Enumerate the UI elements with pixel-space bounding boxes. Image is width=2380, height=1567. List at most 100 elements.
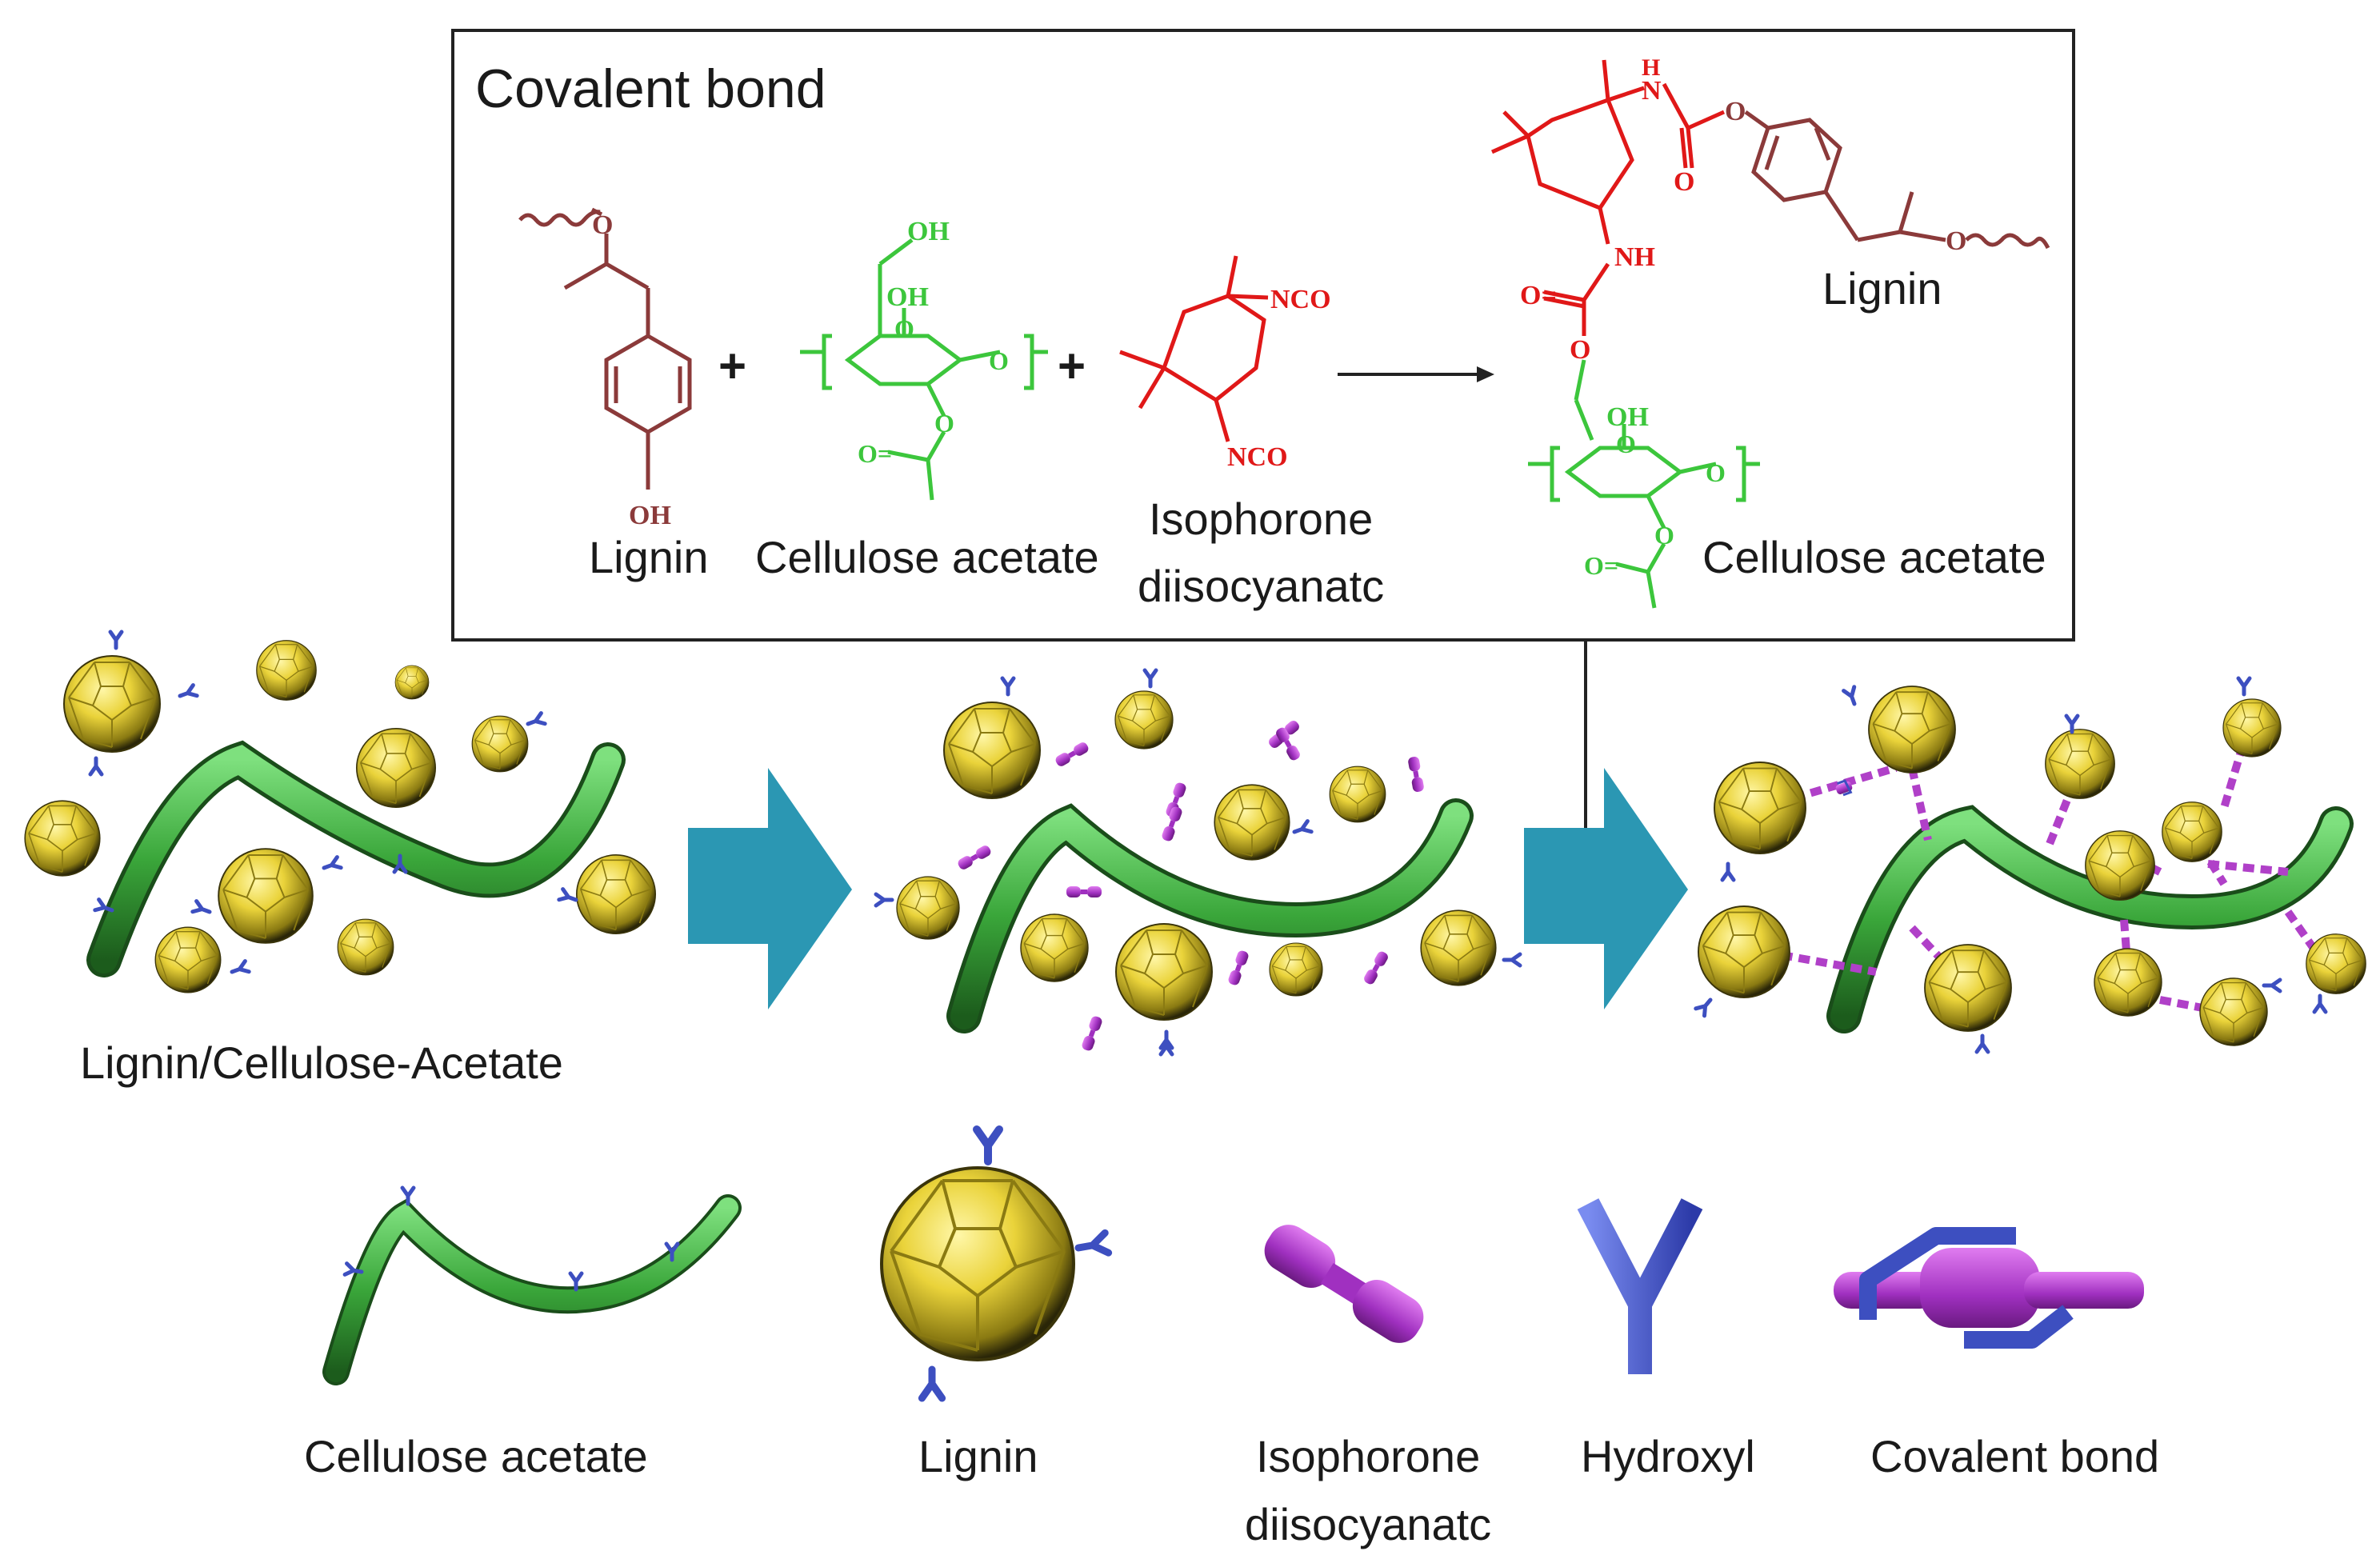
lignin-sphere	[471, 715, 529, 773]
product-h: H	[1642, 54, 1660, 81]
lignin-sphere	[2306, 933, 2366, 994]
cellulose-oh-top: OH	[907, 217, 950, 246]
lignin-sphere	[63, 655, 161, 753]
product-cellulose-ester-o: O	[1654, 521, 1674, 550]
legend-covalent: Covalent bond	[1834, 1227, 2159, 1481]
hydroxyl-group	[1696, 997, 1715, 1016]
reactant-lignin-label: Lignin	[589, 532, 708, 582]
hydroxyl-group	[110, 632, 122, 648]
legend-fiber	[326, 1197, 738, 1382]
hydroxyl-group	[1077, 1233, 1109, 1257]
lignin-sphere	[1714, 762, 1806, 854]
stage-1-label: Lignin/Cellulose-Acetate	[80, 1037, 563, 1088]
cellulose-ester-o: O	[934, 409, 954, 438]
lignin-sphere	[2085, 830, 2155, 901]
product-ipdi-ring	[1490, 59, 1726, 336]
legend: Cellulose acetate Lignin Isophorone diis…	[304, 1129, 2159, 1549]
hydroxyl-group	[322, 857, 342, 873]
cellulose-fiber	[950, 802, 1470, 1029]
hydroxyl-group	[2314, 996, 2326, 1012]
legend-cellulose-label: Cellulose acetate	[304, 1431, 648, 1481]
lignin-hydroxyl-label: OH	[629, 501, 671, 530]
lignin-sphere	[896, 876, 960, 940]
lignin-sphere	[1868, 686, 1956, 774]
process-arrow-2	[1524, 768, 1688, 1009]
ipdi-molecule	[1066, 886, 1102, 897]
legend-hydroxyl: Hydroxyl	[1577, 1198, 1755, 1481]
product-lignin-ether-o: O	[1946, 226, 1966, 256]
stage-3-crosslinked	[1696, 678, 2366, 1052]
product-cellulose-ring-o: O	[1616, 430, 1636, 458]
ipdi-molecule	[956, 843, 993, 872]
hydroxyl-group	[2264, 980, 2280, 991]
process-arrow-1	[688, 768, 852, 1009]
product-carbonyl-o-1: O	[1674, 167, 1694, 197]
legend-covalent-label: Covalent bond	[1870, 1431, 2159, 1481]
ipdi-molecule	[1407, 756, 1425, 793]
product-cellulose-structure	[1528, 359, 1760, 609]
hydroxyl-group	[977, 1129, 999, 1161]
hydroxyl-group	[1977, 1036, 1988, 1052]
product-n: N	[1642, 76, 1662, 106]
lignin-sphere	[1329, 766, 1386, 823]
product-lignin-structure	[1744, 110, 2050, 250]
cellulose-fiber	[90, 745, 622, 973]
lignin-sphere	[256, 640, 317, 701]
ipdi-molecule	[1080, 1014, 1104, 1053]
hydroxyl-group	[876, 894, 892, 905]
legend-ipdi-label-1: Isophorone	[1256, 1431, 1480, 1481]
lignin-sphere	[337, 918, 394, 976]
lignin-sphere	[1924, 944, 2012, 1032]
lignin-structure	[518, 207, 692, 490]
lignin-sphere	[24, 800, 101, 877]
lignin-sphere	[1020, 913, 1089, 982]
stage-1-mixture: Lignin/Cellulose-Acetate	[24, 632, 657, 1088]
ipdi-molecule	[1362, 949, 1390, 986]
legend-lignin-label: Lignin	[918, 1431, 1038, 1481]
product-lignin-o: O	[1725, 97, 1746, 126]
product-cellulose-oh: OH	[1606, 402, 1649, 432]
product-cellulose-bridge-o: O	[1706, 458, 1726, 487]
lignin-sphere	[1114, 690, 1174, 750]
hydroxyl-group	[1145, 670, 1156, 686]
hydroxyl-group	[230, 961, 250, 977]
reactant-cellulose-label: Cellulose acetate	[755, 532, 1099, 582]
lignin-sphere	[2222, 698, 2282, 758]
lignin-sphere	[1420, 909, 1497, 986]
hydroxyl-group	[559, 889, 578, 905]
lignin-sphere	[154, 926, 222, 993]
cellulose-ring-o: O	[894, 314, 914, 343]
ipdi-molecule	[1160, 805, 1184, 843]
hydroxyl-group	[178, 686, 198, 702]
cellulose-fiber	[1830, 809, 2350, 1029]
ipdi-nco-top: NCO	[1270, 285, 1331, 314]
product-cellulose-label: Cellulose acetate	[1702, 532, 2046, 582]
plus-sign-2: +	[1058, 339, 1086, 393]
ipdi-molecule	[1226, 949, 1250, 987]
lignin-sphere	[2199, 977, 2268, 1046]
hydroxyl-group	[1002, 678, 1014, 694]
cellulose-structure	[800, 238, 1048, 501]
hydroxyl-group	[1844, 687, 1860, 706]
cellulose-oh-mid: OH	[886, 282, 929, 312]
stage-2-mixture	[876, 670, 1520, 1054]
ipdi-structure	[1119, 255, 1269, 442]
product-nh: NH	[1614, 242, 1655, 272]
cellulose-bridge-o: O	[989, 346, 1009, 375]
hydroxyl-group	[1293, 821, 1312, 837]
ipdi-molecule	[1054, 740, 1090, 769]
legend-lignin-sphere	[880, 1166, 1075, 1361]
legend-ipdi	[1264, 1225, 1424, 1343]
lignin-sphere	[1115, 923, 1213, 1021]
lignin-sphere	[943, 702, 1041, 799]
lignin-sphere	[394, 665, 430, 700]
legend-hydroxyl-label: Hydroxyl	[1581, 1431, 1755, 1481]
legend-cellulose: Cellulose acetate	[304, 1188, 742, 1481]
lignin-sphere	[355, 727, 437, 809]
product-cellulose-carbonyl-o: O=	[1584, 551, 1618, 580]
legend-ipdi-label-2: diisocyanatc	[1245, 1499, 1491, 1549]
product-carbonyl-o-2: O=	[1520, 281, 1557, 310]
lignin-sphere	[1698, 905, 1790, 998]
lignin-sphere	[1269, 942, 1323, 997]
cellulose-carbonyl-o: O=	[858, 439, 892, 468]
